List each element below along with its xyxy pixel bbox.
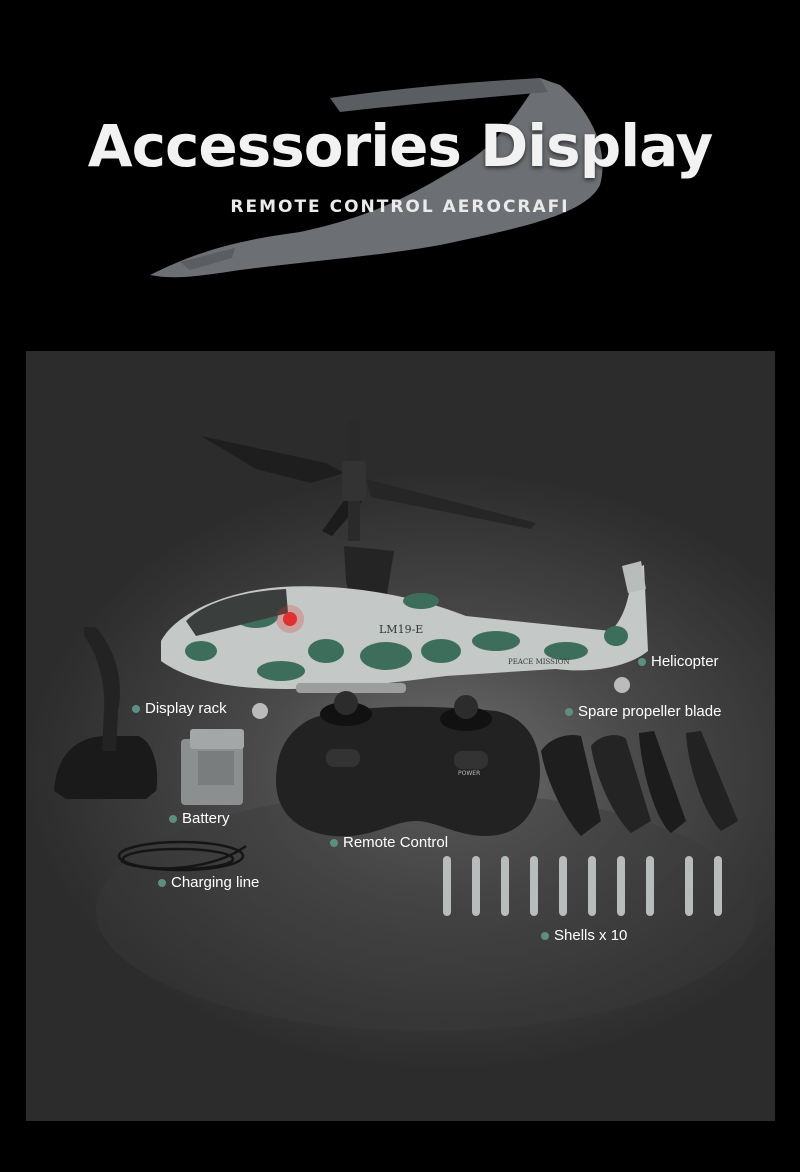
shells-illustration (443, 856, 722, 916)
product-illustration: LM19-E PEACE MISSION POWER (54, 421, 756, 1031)
label-remote-control-text: Remote Control (343, 834, 449, 851)
helicopter-model-marking: LM19-E (379, 623, 423, 636)
label-charging-line-text: Charging line (171, 874, 260, 891)
battery-illustration (181, 729, 244, 805)
helicopter-illustration: LM19-E PEACE MISSION (161, 421, 648, 719)
label-helicopter: Helicopter (638, 653, 719, 670)
label-shells-text: Shells x 10 (554, 927, 628, 944)
label-dot (565, 707, 573, 716)
label-dot (169, 814, 177, 823)
display-rack-illustration (54, 627, 158, 799)
label-shells: Shells x 10 (541, 927, 627, 944)
label-battery-text: Battery (182, 810, 230, 827)
label-dot (541, 931, 549, 940)
page-subtitle: REMOTE CONTROL AEROCRAFI (230, 197, 570, 217)
brush-stroke-decoration (150, 78, 603, 278)
label-remote-control: Remote Control (330, 834, 448, 851)
helicopter-side-marking: PEACE MISSION (508, 658, 570, 666)
label-dot (132, 704, 140, 713)
page-title: Accessories Display (87, 112, 714, 180)
remote-controller-illustration: POWER (276, 691, 540, 837)
header: Accessories Display REMOTE CONTROL AEROC… (0, 0, 800, 330)
power-marking: POWER (458, 770, 480, 777)
label-spare-blade-text: Spare propeller blade (578, 703, 722, 720)
label-battery: Battery (169, 810, 230, 827)
label-spare-blade: Spare propeller blade (565, 703, 721, 720)
product-photo-panel: LM19-E PEACE MISSION POWER (26, 351, 775, 1121)
charging-cable-illustration (117, 840, 247, 872)
label-display-rack: Display rack (132, 700, 227, 717)
label-dot (158, 878, 166, 887)
label-charging-line: Charging line (158, 874, 259, 891)
label-dot (330, 838, 338, 847)
label-display-rack-text: Display rack (145, 700, 227, 717)
label-helicopter-text: Helicopter (651, 653, 719, 670)
spare-blades-illustration (541, 731, 738, 836)
label-dot (638, 657, 646, 666)
